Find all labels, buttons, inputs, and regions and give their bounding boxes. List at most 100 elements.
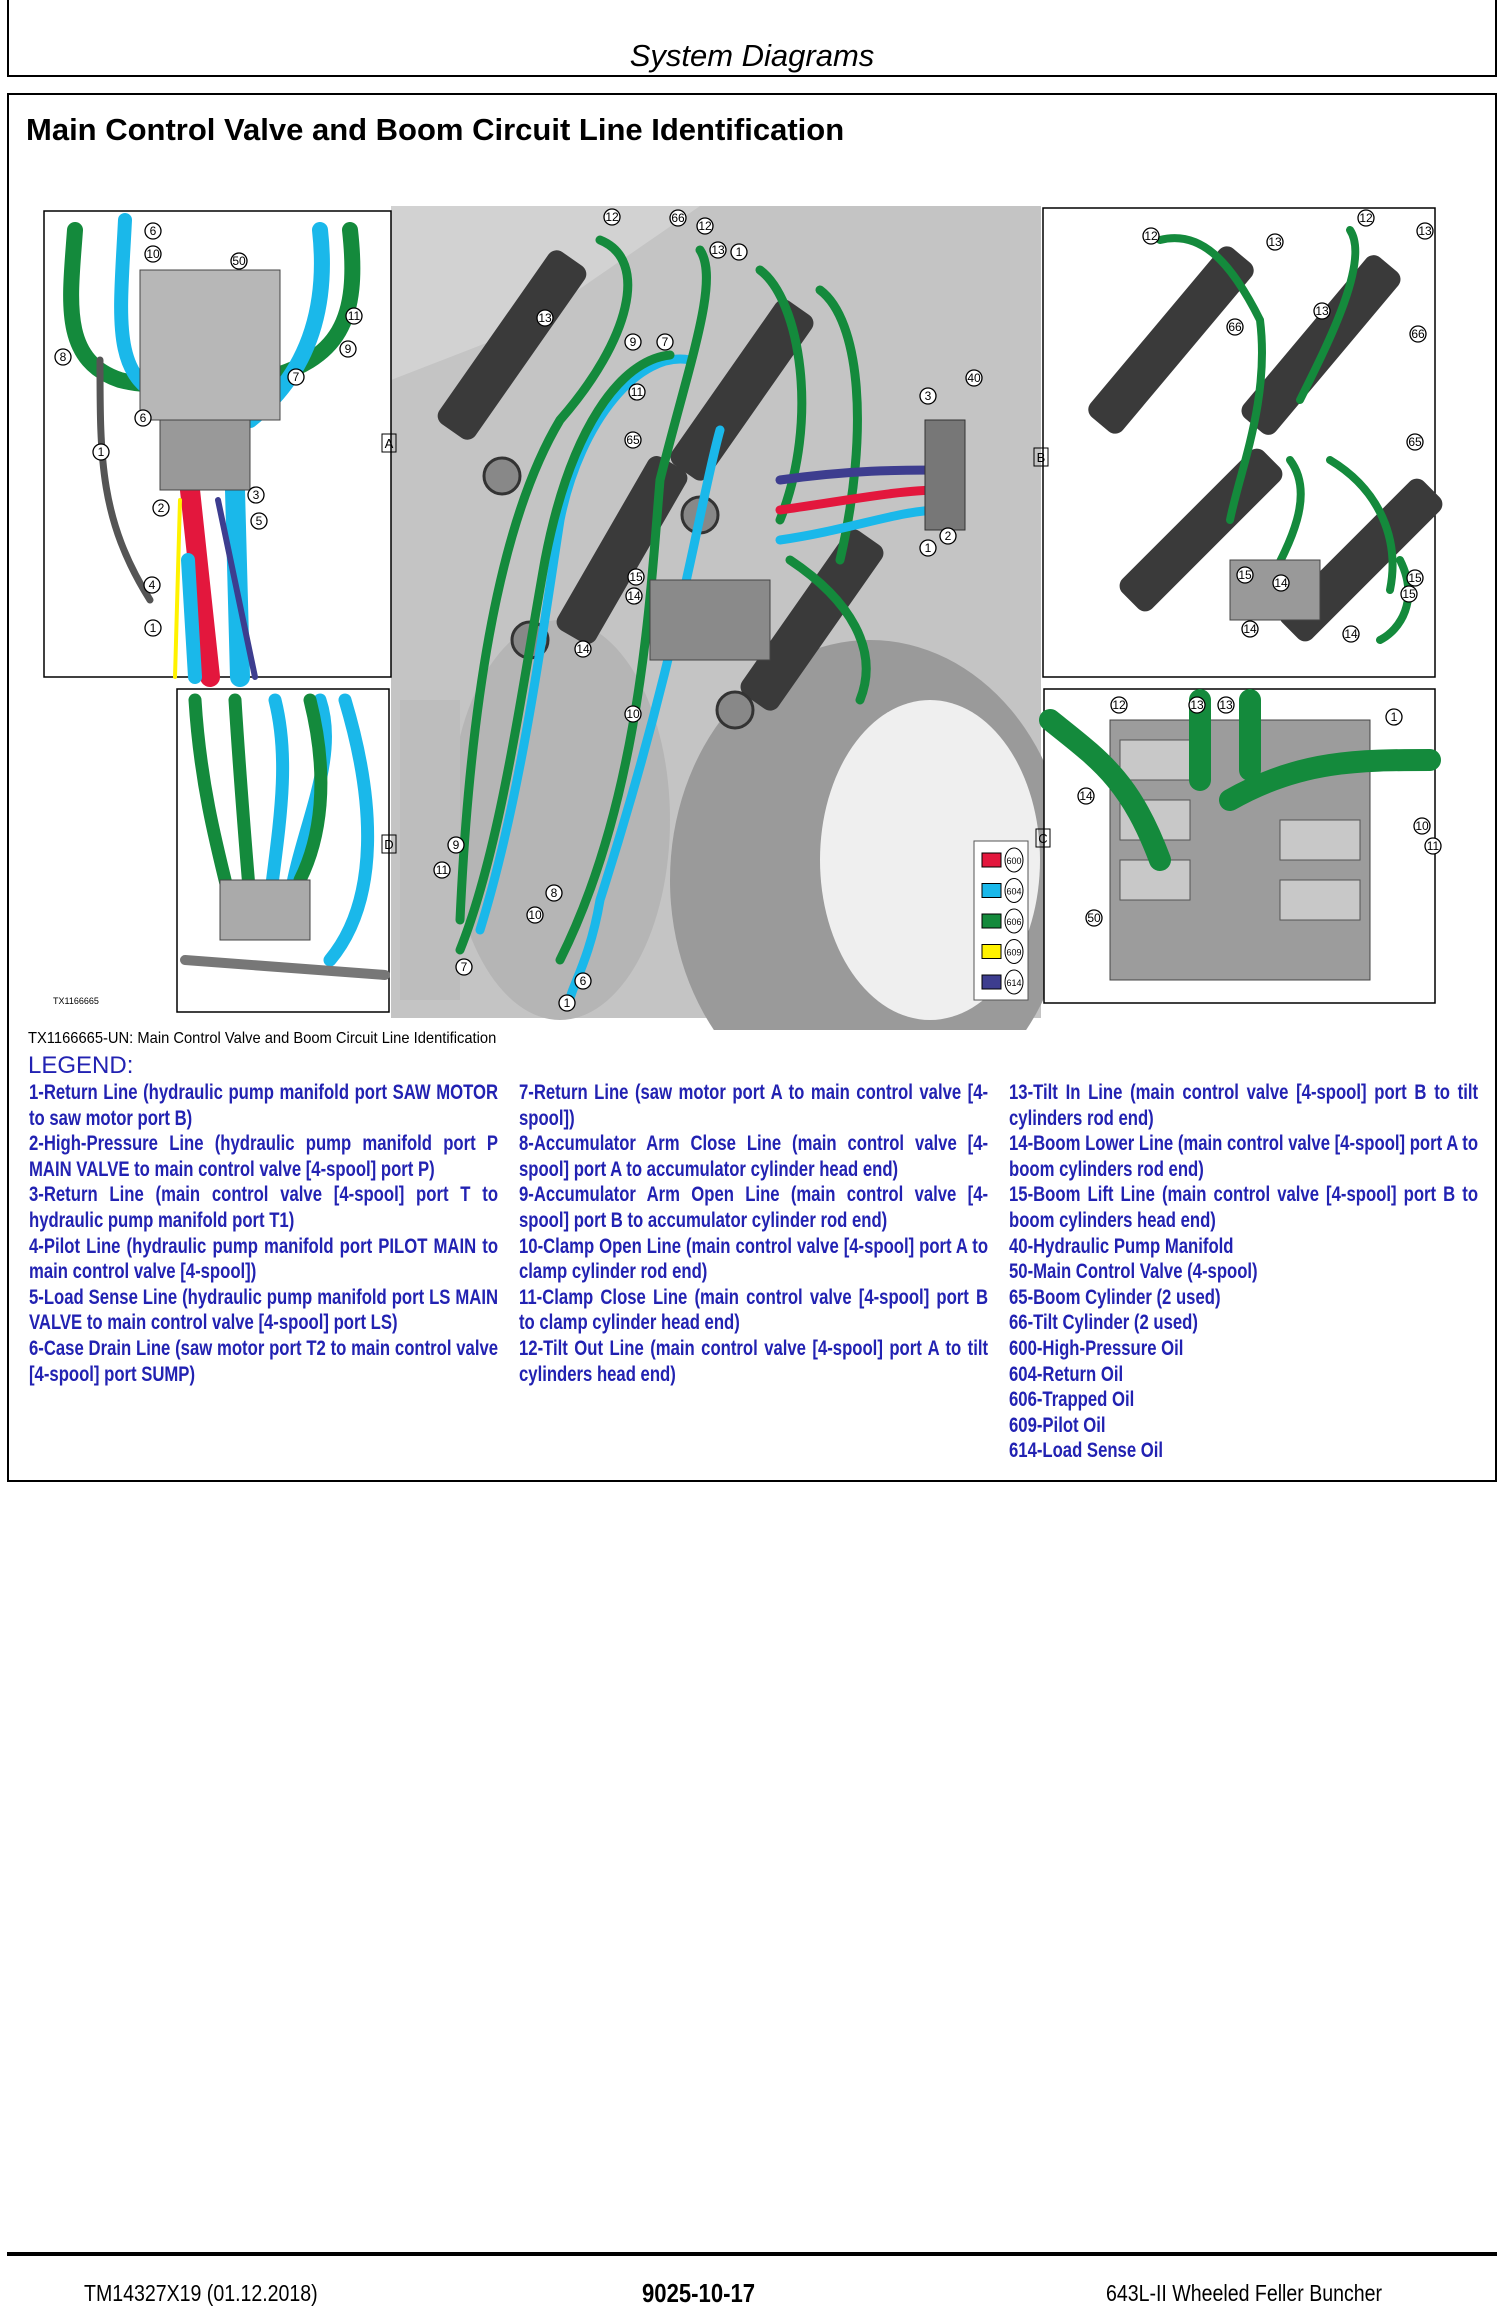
svg-text:6: 6 — [580, 974, 587, 988]
callout: 3 — [919, 387, 937, 405]
legend-item: 11-Clamp Close Line (main control valve … — [519, 1285, 989, 1335]
legend-item: 2-High-Pressure Line (hydraulic pump man… — [29, 1132, 499, 1181]
svg-text:1: 1 — [150, 621, 157, 635]
svg-text:14: 14 — [576, 642, 590, 656]
figure-caption: TX1166665-UN: Main Control Valve and Boo… — [28, 1030, 497, 1047]
legend-item: 4-Pilot Line (hydraulic pump manifold po… — [29, 1234, 499, 1284]
svg-text:1: 1 — [925, 541, 932, 555]
svg-text:11: 11 — [631, 385, 644, 399]
callout: 13 — [536, 309, 554, 327]
callout: 13 — [1266, 233, 1284, 251]
callout: 15 — [1236, 566, 1254, 584]
legend-item: 1-Return Line (hydraulic pump manifold p… — [29, 1081, 499, 1130]
callout: 15 — [1400, 585, 1418, 603]
svg-text:65: 65 — [626, 433, 640, 447]
svg-text:12: 12 — [698, 219, 712, 233]
callout: 65 — [1406, 433, 1424, 451]
callout: 50 — [230, 252, 248, 270]
legend-item: 6-Case Drain Line (saw motor port T2 to … — [29, 1336, 499, 1386]
svg-text:1: 1 — [564, 996, 571, 1010]
machine-view — [391, 206, 1070, 1030]
svg-text:13: 13 — [1418, 224, 1432, 238]
svg-text:7: 7 — [293, 370, 300, 384]
legend-column-1: 1-Return Line (hydraulic pump manifold p… — [29, 1080, 498, 1387]
callout: 6 — [134, 409, 152, 427]
legend-item: 50-Main Control Valve (4-spool) — [1009, 1260, 1258, 1284]
footer-doc-id: TM14327X19 (01.12.2018) — [84, 2280, 318, 2306]
page-title: Main Control Valve and Boom Circuit Line… — [26, 112, 845, 147]
svg-text:10: 10 — [1415, 819, 1429, 833]
callout: 65 — [624, 431, 642, 449]
svg-text:TX1166665: TX1166665 — [53, 996, 99, 1006]
callout: 10 — [624, 705, 642, 723]
callout: 9 — [624, 333, 642, 351]
callout: 7 — [656, 333, 674, 351]
callout: 66 — [669, 209, 687, 227]
svg-text:4: 4 — [149, 578, 156, 592]
svg-text:65: 65 — [1408, 435, 1422, 449]
svg-text:1: 1 — [98, 445, 105, 459]
svg-text:14: 14 — [1079, 789, 1093, 803]
callout: 10 — [526, 906, 544, 924]
content-box — [7, 93, 1497, 1482]
callout: 4 — [143, 576, 161, 594]
svg-text:10: 10 — [626, 707, 640, 721]
callout: 2 — [152, 499, 170, 517]
legend-column-2: 7-Return Line (saw motor port A to main … — [519, 1080, 988, 1387]
svg-text:8: 8 — [60, 350, 67, 364]
svg-text:50: 50 — [232, 254, 246, 268]
svg-text:12: 12 — [1359, 211, 1373, 225]
svg-text:7: 7 — [461, 960, 468, 974]
callout: 1 — [144, 619, 162, 637]
svg-text:2: 2 — [945, 529, 952, 543]
svg-text:8: 8 — [551, 886, 558, 900]
callout: 11 — [1424, 837, 1442, 855]
callout: 12 — [1110, 696, 1128, 714]
callout: 14 — [1272, 574, 1290, 592]
svg-text:7: 7 — [662, 335, 669, 349]
svg-text:13: 13 — [538, 311, 552, 325]
legend-item: 606-Trapped Oil — [1009, 1388, 1135, 1412]
callout: 66 — [1226, 318, 1244, 336]
legend-item: 40-Hydraulic Pump Manifold — [1009, 1234, 1234, 1258]
svg-text:B: B — [1037, 450, 1046, 465]
svg-text:9: 9 — [453, 838, 460, 852]
legend-item: 14-Boom Lower Line (main control valve [… — [1009, 1132, 1479, 1181]
svg-text:14: 14 — [1243, 622, 1257, 636]
svg-text:11: 11 — [348, 309, 361, 323]
hydraulic-diagram-illustration: A D TX1166665 — [43, 206, 1443, 1030]
section-title: System Diagrams — [629, 38, 875, 73]
svg-text:1: 1 — [1391, 710, 1398, 724]
svg-text:15: 15 — [629, 570, 643, 584]
color-code-label: 609 — [1006, 948, 1021, 958]
svg-text:10: 10 — [146, 247, 160, 261]
callout: 1 — [558, 994, 576, 1012]
svg-text:1: 1 — [736, 245, 743, 259]
callout: 11 — [433, 861, 451, 879]
callout: 13 — [1313, 302, 1331, 320]
callout: 13 — [709, 241, 727, 259]
svg-text:3: 3 — [253, 488, 260, 502]
callout: 10 — [144, 245, 162, 263]
svg-text:66: 66 — [1228, 320, 1242, 334]
callout: 13 — [1188, 696, 1206, 714]
legend-item: 65-Boom Cylinder (2 used) — [1009, 1285, 1221, 1309]
color-code-label: 600 — [1006, 856, 1021, 866]
callout: 66 — [1409, 325, 1427, 343]
footer-product: 643L-II Wheeled Feller Buncher — [1106, 2280, 1383, 2306]
color-code-label: 606 — [1006, 917, 1021, 927]
svg-text:14: 14 — [627, 589, 641, 603]
callout: 13 — [1416, 222, 1434, 240]
callout: 12 — [696, 217, 714, 235]
color-code-label: 604 — [1006, 887, 1021, 897]
inset-view-b: B — [1033, 207, 1443, 678]
svg-text:10: 10 — [528, 908, 542, 922]
callout: 6 — [144, 222, 162, 240]
svg-text:15: 15 — [1238, 568, 1252, 582]
callout: 12 — [1357, 209, 1375, 227]
legend-column-3: 13-Tilt In Line (main control valve [4-s… — [1009, 1080, 1478, 1464]
legend-item: 10-Clamp Open Line (main control valve [… — [519, 1234, 989, 1284]
callout: 50 — [1085, 909, 1103, 927]
color-swatch — [981, 944, 1002, 959]
